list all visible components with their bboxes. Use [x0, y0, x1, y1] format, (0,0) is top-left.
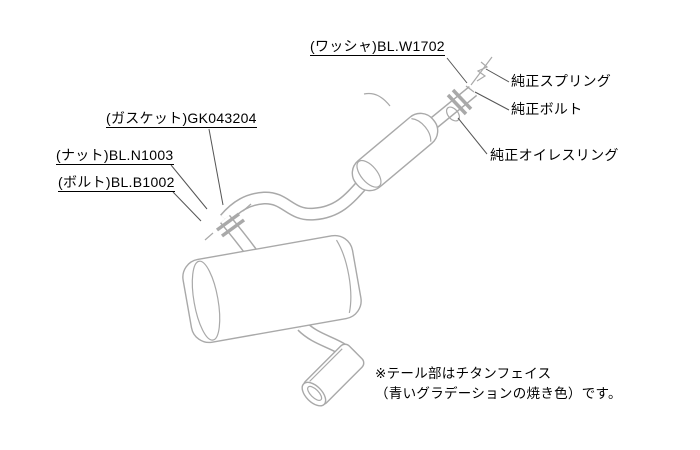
leader-lines [170, 57, 510, 222]
leader-bolt [172, 191, 202, 222]
leader-washer [446, 57, 468, 84]
leader-nut [170, 164, 208, 210]
mid-flange [204, 203, 252, 241]
oiles-ring [445, 106, 461, 122]
tail-finish-note: ※テール部はチタンフェイス （青いグラデーションの焼き色）です。 [375, 364, 622, 404]
resonator [351, 112, 439, 192]
muffler [182, 234, 362, 344]
tail-tip [301, 343, 365, 407]
tail-finish-note-line1: ※テール部はチタンフェイス [375, 366, 552, 381]
leader-oem-bolt [474, 91, 510, 111]
front-flange [445, 56, 493, 122]
label-washer-part-number: (ワッシャ)BL.W1702 [310, 38, 445, 56]
label-gasket-part-number: (ガスケット)GK043204 [106, 110, 257, 128]
label-nut-part-number: (ナット)BL.N1003 [56, 147, 174, 165]
leader-oiles-ring [457, 117, 488, 155]
label-oem-oiles-ring: 純正オイレスリング [490, 147, 619, 163]
label-bolt-part-number: (ボルト)BL.B1002 [58, 174, 175, 192]
label-oem-spring: 純正スプリング [511, 73, 612, 89]
leader-oem-spring [485, 68, 510, 83]
tail-finish-note-line2: （青いグラデーションの焼き色）です。 [375, 386, 622, 401]
mid-pipe [220, 173, 373, 224]
leader-gasket [208, 128, 224, 206]
label-oem-bolt: 純正ボルト [511, 101, 583, 117]
